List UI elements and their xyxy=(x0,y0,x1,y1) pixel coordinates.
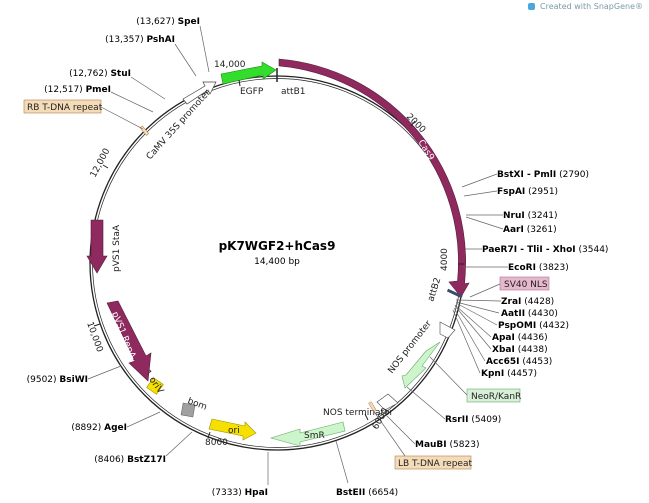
nos-promoter-label: NOS promoter xyxy=(386,319,434,376)
enzyme-hpai[interactable]: (7333) HpaI xyxy=(212,488,268,498)
enzymes-left: (13,627) SpeI (13,357) PshAI (12,762) St… xyxy=(27,17,269,498)
enzyme-apai[interactable]: ApaI (4436) xyxy=(492,333,548,343)
cas9-feature[interactable] xyxy=(278,58,470,298)
nos-terminator-feature[interactable] xyxy=(376,393,399,411)
enzyme-bstz17i[interactable]: (8406) BstZ17I xyxy=(94,455,166,465)
tick-14000: 14,000 xyxy=(214,60,246,70)
promoter-marker-icon xyxy=(439,321,456,339)
lb-repeat-box[interactable] xyxy=(394,455,472,470)
enzyme-agei[interactable]: (8892) AgeI xyxy=(71,423,127,433)
rb-repeat-label: RB T-DNA repeat xyxy=(27,103,103,113)
enzyme-fspai[interactable]: FspAI (2951) xyxy=(497,187,558,197)
ori-label: ori xyxy=(228,426,240,436)
enzyme-nrui[interactable]: NruI (3241) xyxy=(503,211,558,221)
smr-label: SmR xyxy=(304,431,325,441)
plasmid-name: pK7WGF2+hCas9 xyxy=(219,239,336,253)
pvs1-staa-feature[interactable] xyxy=(86,219,108,274)
enzyme-kpni[interactable]: KpnI (4457) xyxy=(481,369,537,379)
lb-repeat-marker xyxy=(368,401,377,413)
attb2-label: attB2 xyxy=(426,277,443,303)
tick-4000: 4000 xyxy=(440,248,450,271)
enzyme-spei[interactable]: (13,627) SpeI xyxy=(136,17,200,27)
plasmid-size: 14,400 bp xyxy=(254,257,300,267)
pvs1-staa-label: pVS1 StaA xyxy=(112,224,122,272)
camv-promoter-feature[interactable] xyxy=(182,81,217,105)
enzyme-rsrii[interactable]: RsrII (5409) xyxy=(445,415,501,425)
nos-terminator-label: NOS terminator xyxy=(323,408,394,418)
enzymes-right: BstXI - PmlI (2790) FspAI (2951) NruI (3… xyxy=(335,170,608,498)
enzyme-bsiwi[interactable]: (9502) BsiWI xyxy=(27,375,88,385)
enzyme-maubi[interactable]: MauBI (5823) xyxy=(415,440,479,450)
sv40-nls-label: SV40 NLS xyxy=(504,280,548,290)
attb2-feature[interactable] xyxy=(446,288,463,299)
snapgene-logo-icon xyxy=(528,3,536,10)
bom-feature[interactable] xyxy=(180,402,196,418)
watermark: Created with SnapGene® xyxy=(528,2,643,11)
enzyme-bstxi-pmli[interactable]: BstXI - PmlI (2790) xyxy=(497,170,589,180)
enzyme-stui[interactable]: (12,762) StuI xyxy=(69,69,131,79)
pvs1-oriv-feature[interactable] xyxy=(146,377,164,395)
nos-promoter-feature[interactable] xyxy=(401,341,441,389)
egfp-label: EGFP xyxy=(240,87,264,97)
enzyme-paer7i-tlii-xhoi[interactable]: PaeR7I - TliI - XhoI (3544) xyxy=(482,245,608,255)
enzyme-pshai[interactable]: (13,357) PshAI xyxy=(105,35,175,45)
neo-kanr-label: NeoR/KanR xyxy=(471,392,521,402)
pvs1-repa-feature[interactable] xyxy=(106,300,152,382)
tick-8000: 8000 xyxy=(205,438,228,448)
lb-repeat-label: LB T-DNA repeat xyxy=(398,459,472,469)
enzyme-ecori[interactable]: EcoRI (3823) xyxy=(508,263,569,273)
enzyme-xbai[interactable]: XbaI (4438) xyxy=(492,345,548,355)
enzyme-aari[interactable]: AarI (3261) xyxy=(503,225,557,235)
enzyme-bsteii[interactable]: BstEII (6654) xyxy=(336,488,398,498)
rb-repeat-box[interactable] xyxy=(23,99,102,114)
neo-kanr-box[interactable] xyxy=(466,388,521,403)
ticks: 2000 4000 6000 8000 10,000 12,000 14,000 xyxy=(84,60,464,448)
egfp-feature[interactable] xyxy=(220,61,277,85)
ori-feature[interactable] xyxy=(208,418,257,441)
tick-12000: 12,000 xyxy=(89,147,113,180)
enzyme-pmei[interactable]: (12,517) PmeI xyxy=(44,85,111,95)
smr-feature[interactable] xyxy=(269,421,346,447)
enzyme-acc65i[interactable]: Acc65I (4453) xyxy=(486,357,552,367)
sv40-nls-box[interactable] xyxy=(499,276,550,291)
enzyme-zrai[interactable]: ZraI (4428) xyxy=(501,297,554,307)
attb1-label: attB1 xyxy=(281,87,305,97)
enzyme-aatii[interactable]: AatII (4430) xyxy=(501,309,558,319)
enzyme-pspomi[interactable]: PspOMI (4432) xyxy=(498,321,569,331)
